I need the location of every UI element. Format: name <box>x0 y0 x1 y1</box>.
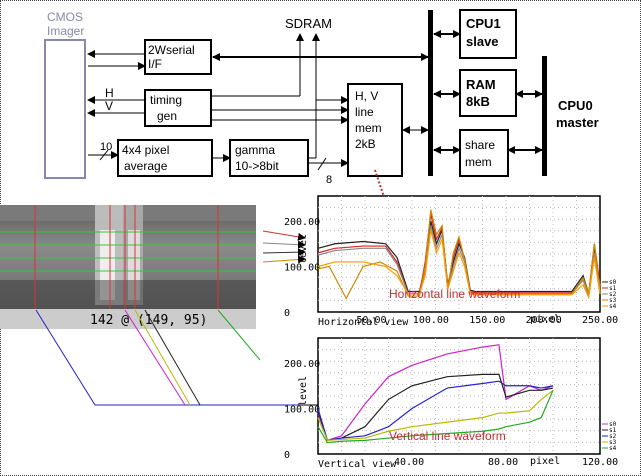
cmos-label-line1: CMOS <box>47 10 83 24</box>
camera-view <box>0 205 256 329</box>
x-tick-label: 250.00 <box>582 315 618 326</box>
legend-label: s3 <box>609 297 617 304</box>
gamma-label: gamma <box>235 143 275 157</box>
h-label: H <box>105 86 114 100</box>
y-tick-label: 100.00 <box>284 263 320 274</box>
gamma-label-2: 10->8bit <box>235 159 279 173</box>
line-mem-block <box>347 83 403 177</box>
y-tick-label: 200.00 <box>284 359 320 370</box>
linemem-label-2: line <box>355 105 374 119</box>
pixel-readout: 142 @ (149, 95) <box>90 313 207 328</box>
legend-label: s2 <box>609 291 617 298</box>
bus-width-10: 10 <box>100 141 112 153</box>
cpu1-label: CPU1 <box>466 16 501 31</box>
y-tick-label: 100.00 <box>284 405 320 416</box>
chart-title: Vertical line waveform <box>389 429 506 443</box>
v-label: V <box>105 99 113 113</box>
timing-gen-block <box>144 89 212 127</box>
y-axis-label: level <box>298 234 309 264</box>
linemem-label-3: mem <box>355 121 382 135</box>
bus-width-8: 8 <box>326 174 332 186</box>
projection-lines <box>35 309 320 406</box>
pixel-average-block <box>117 139 213 177</box>
average-label: 4x4 pixel <box>122 143 169 157</box>
series-line-s4 <box>317 390 554 444</box>
ram-block <box>459 69 517 117</box>
share-label-2: mem <box>465 155 492 169</box>
legend-label: s1 <box>609 285 617 292</box>
serial-if-block <box>144 39 212 75</box>
horizontal-waveform-chart: 0 100.00 200.00 50.00 100.00 150.00 200.00 250.… <box>284 195 618 328</box>
legend-label: s4 <box>609 303 617 310</box>
y-tick-label: 0 <box>284 308 290 319</box>
legend-label: s4 <box>609 445 617 452</box>
share-mem-block <box>459 129 509 177</box>
linemem-label: H, V <box>355 89 378 103</box>
cpu0-bus <box>542 56 547 176</box>
vertical-waveform-chart: 0 100.00 200.00 40.00 80.00 120.00 level pixel V… <box>284 337 618 470</box>
x-tick-label: 50.00 <box>356 315 386 326</box>
cmos-label-line2: Imager <box>47 24 84 38</box>
series-line-s4 <box>317 229 601 300</box>
y-tick-label: 0 <box>284 450 290 461</box>
chart-footer: Horizontal view <box>318 317 409 328</box>
serial-label-2: I/F <box>148 57 162 71</box>
x-axis-label: pixel <box>530 456 560 467</box>
x-tick-label: 100.00 <box>413 315 449 326</box>
cpu1-label-2: slave <box>466 34 499 49</box>
gamma-block <box>229 139 309 177</box>
x-tick-label: 200.00 <box>526 315 562 326</box>
cmos-imager-block <box>44 39 86 179</box>
x-tick-label: 80.00 <box>488 457 518 468</box>
serial-label: 2Wserial <box>148 43 195 57</box>
legend-label: s0 <box>609 279 617 286</box>
average-label-2: average <box>124 159 168 173</box>
legend-label: s2 <box>609 433 617 440</box>
y-tick-label: 200.00 <box>284 217 320 228</box>
chart-footer: Vertical view <box>318 459 397 470</box>
x-tick-label: 120.00 <box>582 457 618 468</box>
system-bus <box>428 10 433 176</box>
series-line-s2 <box>317 380 554 442</box>
cpu0-label-2: master <box>556 115 599 130</box>
legend-label: s0 <box>609 421 617 428</box>
cpu0-label: CPU0 <box>558 98 593 113</box>
legend-label: s3 <box>609 439 617 446</box>
y-axis-label: level <box>298 376 309 406</box>
ram-label-2: 8kB <box>466 94 490 109</box>
ram-label: RAM <box>466 77 496 92</box>
chart-title: Horizontal line waveform <box>389 287 520 301</box>
linemem-label-4: 2kB <box>355 137 376 151</box>
x-axis-label: pixel <box>530 314 560 325</box>
timing-label-2: gen <box>157 109 177 123</box>
legend-label: s1 <box>609 427 617 434</box>
timing-label: timing <box>150 93 182 107</box>
x-tick-label: 150.00 <box>469 315 505 326</box>
x-tick-label: 40.00 <box>394 457 424 468</box>
share-label: share <box>465 138 495 152</box>
sdram-label: SDRAM <box>285 16 332 31</box>
series-line-s3 <box>317 389 554 441</box>
